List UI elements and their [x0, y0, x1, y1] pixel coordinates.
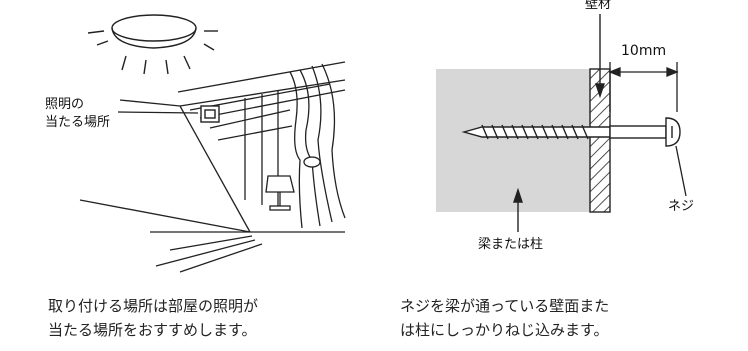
beam-block — [436, 69, 590, 212]
room-lines — [79, 61, 346, 273]
screw-label: ネジ — [668, 199, 695, 214]
screw-diagram — [436, 14, 687, 232]
gap-dimension — [608, 62, 679, 112]
beam-arrow — [513, 187, 523, 232]
table-lamp-icon — [265, 175, 295, 211]
wall-device-icon — [200, 105, 220, 123]
gap-label: 10mm — [621, 43, 667, 59]
screw-icon — [461, 117, 681, 147]
screw-leader-line — [675, 145, 687, 197]
room-illustration — [79, 14, 346, 273]
lit-area-label-line2: 当たる場所 — [45, 115, 111, 130]
right-caption-line1: ネジを梁が通っている壁面また — [400, 297, 610, 315]
left-caption-line2: 当たる場所をおすすめします。 — [48, 321, 257, 339]
right-caption-line2: は柱にしっかりねじ込みます。 — [400, 321, 609, 339]
beam-label: 梁または柱 — [478, 237, 544, 252]
wall-material-label: 壁材 — [585, 0, 612, 12]
left-caption-line1: 取り付ける場所は部屋の照明が — [48, 297, 259, 315]
curtain-icon — [289, 63, 346, 229]
room-panel: 照明の 当たる場所 取り付ける場所は部屋の照明が 当たる場所をおすすめします。 — [45, 14, 346, 339]
label-leader-line — [117, 111, 199, 114]
ceiling-light-icon — [87, 14, 218, 75]
wall-material-arrow — [595, 14, 605, 99]
screw-panel: 壁材 10mm ネジ 梁または柱 ネジを梁が通っている壁面また は柱にしっかりね… — [374, 0, 748, 351]
lit-area-label-line1: 照明の — [45, 97, 85, 112]
